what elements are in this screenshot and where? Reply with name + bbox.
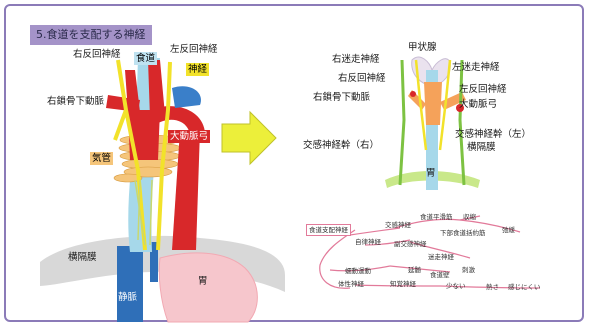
mindmap-node: 収縮 (463, 213, 476, 221)
mindmap-node: 交感神経 (385, 221, 411, 229)
mindmap-node: 副交感神経 (394, 240, 427, 248)
mindmap-node: 熱さ (486, 283, 499, 291)
mindmap-node: 弛緩 (502, 226, 515, 234)
mindmap-node: 知覚神経 (390, 280, 416, 288)
mindmap-node: 延髄 (408, 266, 421, 274)
mindmap-node: 刺激 (462, 266, 475, 274)
mindmap-node: 迷走神経 (428, 253, 454, 261)
mindmap-center: 食道支配神経 (306, 224, 351, 236)
mindmap-node: 感じにくい (508, 283, 540, 291)
mindmap-node: 少ない (446, 282, 466, 290)
mindmap-node: 食道平滑筋 (420, 213, 453, 221)
mindmap-node: 食道壁 (430, 271, 450, 279)
mindmap-node: 体性神経 (338, 280, 364, 288)
mindmap-node: 自律神経 (355, 238, 381, 246)
mindmap-node: 蠕動運動 (345, 267, 371, 275)
mindmap-node: 下部食道括約筋 (440, 229, 486, 237)
